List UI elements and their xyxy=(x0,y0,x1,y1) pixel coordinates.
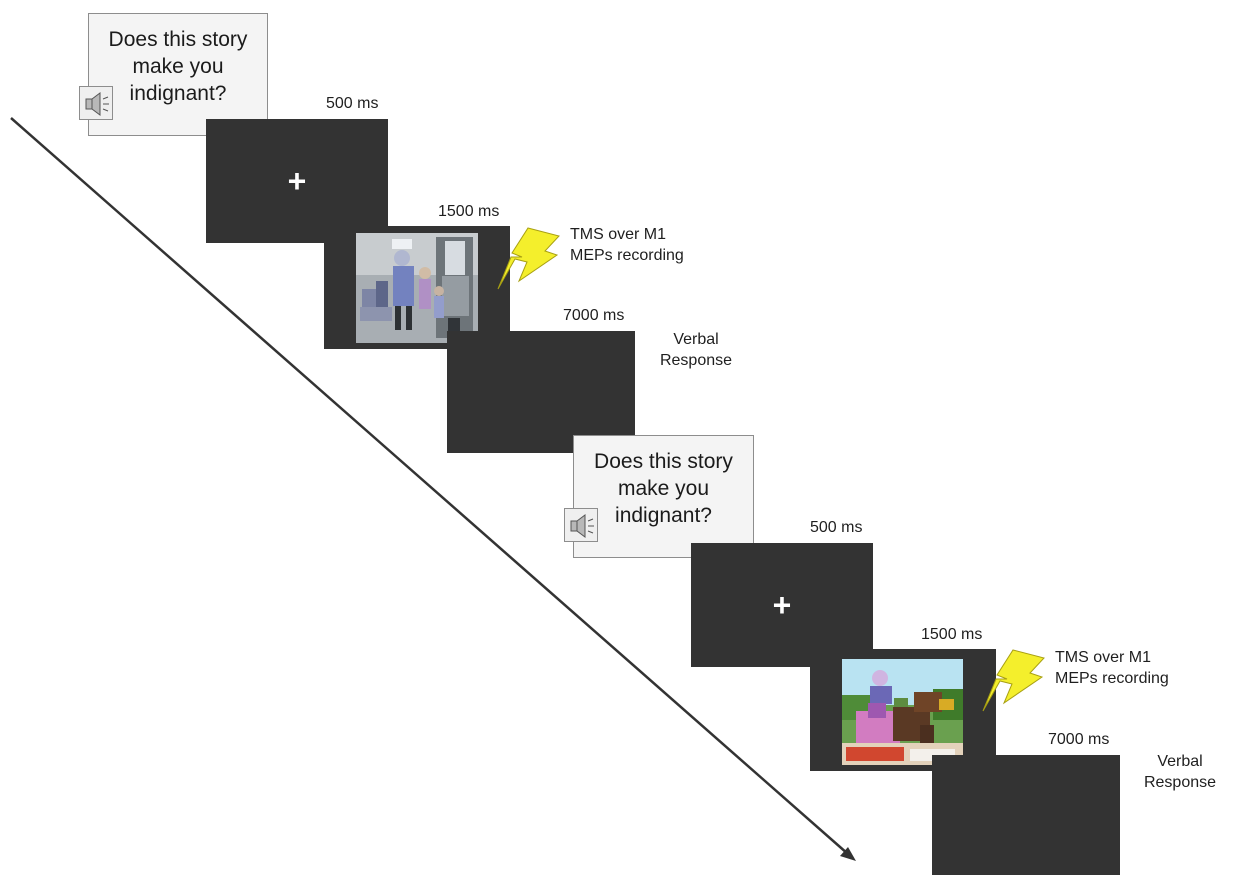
story-picture-2 xyxy=(842,659,963,765)
picture-duration-1: 1500 ms xyxy=(438,203,500,220)
response-label-line-1-a: Verbal xyxy=(673,331,719,348)
picture-screen-1 xyxy=(324,226,510,349)
response-duration-1: 7000 ms xyxy=(563,307,625,324)
story-picture-1 xyxy=(356,233,478,343)
fixation-duration-2: 500 ms xyxy=(810,519,863,536)
response-label-line-1-b: Verbal xyxy=(1157,753,1203,770)
picture-screen-2 xyxy=(810,649,996,771)
question-card-1: Does this story make you indignant? xyxy=(79,13,268,136)
tms-label-line-2-b: MEPs recording xyxy=(1055,670,1169,687)
speaker-icon xyxy=(79,86,113,120)
question-line-1-repeat: Does this story xyxy=(594,450,733,473)
fixation-duration-1: 500 ms xyxy=(326,95,379,112)
lightning-bolt-icon xyxy=(497,227,560,290)
response-label-line-2-b: Response xyxy=(1143,774,1217,791)
question-line-1: Does this story xyxy=(108,28,248,51)
picture-duration-2: 1500 ms xyxy=(921,626,983,643)
tms-label-line-1-b: TMS over M1 xyxy=(1055,649,1152,666)
question-line-2-repeat: make you xyxy=(617,477,710,500)
speaker-icon xyxy=(564,508,598,542)
tms-label-line-1-a: TMS over M1 xyxy=(570,226,667,243)
response-duration-2: 7000 ms xyxy=(1048,731,1110,748)
fixation-cross-2: + xyxy=(772,587,792,623)
lightning-bolt-icon xyxy=(982,649,1045,712)
fixation-cross-1: + xyxy=(287,163,307,199)
response-screen-1 xyxy=(447,331,635,453)
question-card-2: Does this story make you indignant? xyxy=(564,435,754,558)
response-label-line-2-a: Response xyxy=(659,352,733,369)
question-text-1: Does this story make you indignant? xyxy=(89,26,267,107)
question-line-3: indignant? xyxy=(129,82,227,105)
fixation-screen-2: + xyxy=(691,543,873,667)
fixation-screen-1: + xyxy=(206,119,388,243)
response-screen-2 xyxy=(932,755,1120,875)
question-line-3-repeat: indignant? xyxy=(615,504,712,527)
tms-label-line-2-a: MEPs recording xyxy=(570,247,684,264)
question-line-2: make you xyxy=(132,55,224,78)
question-text-2: Does this story make you indignant? xyxy=(574,448,753,529)
